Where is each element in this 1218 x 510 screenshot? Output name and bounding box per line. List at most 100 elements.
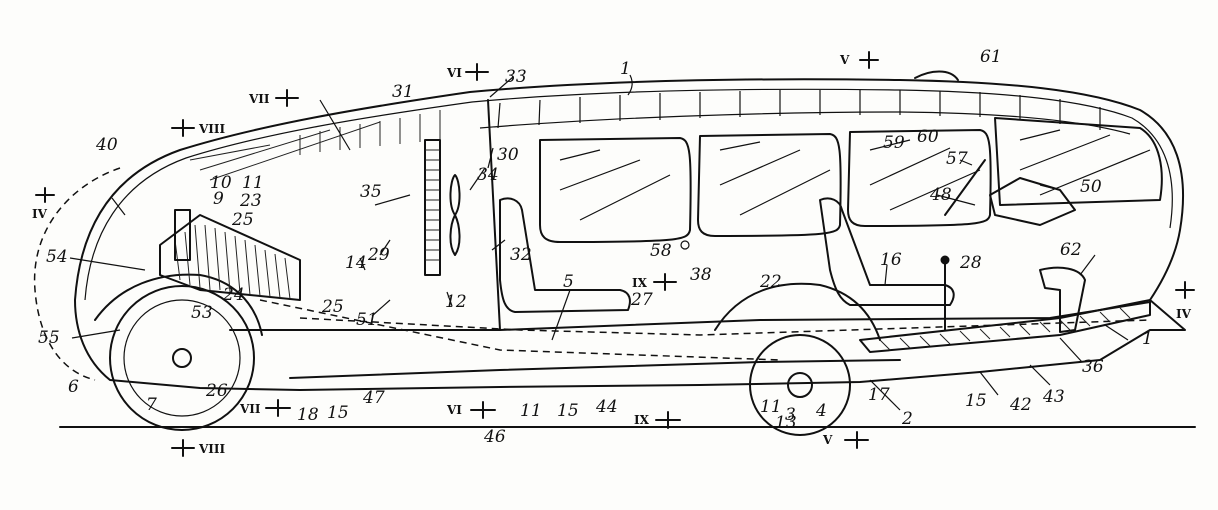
ref-6: 6 [68,377,79,397]
ref-60: 60 [917,127,939,147]
ref-11-mid: 11 [520,401,542,421]
ref-10: 10 [210,173,232,193]
steering-box-50 [989,177,1076,226]
section-vi-top: VI [446,66,462,80]
ref-28: 28 [959,253,982,273]
ref-40: 40 [95,135,118,155]
ref-22: 22 [759,272,782,292]
window-4 [994,117,1163,206]
ref-44: 44 [595,397,618,417]
roof-ribs [497,90,1101,130]
ref-43: 43 [1042,387,1065,407]
ref-15-front: 15 [327,403,349,423]
ref-53: 53 [191,303,213,323]
ref-57: 57 [946,149,968,169]
ref-12: 12 [445,292,467,312]
ref-2: 2 [901,409,913,429]
ref-9: 9 [213,189,224,209]
ref-62: 62 [1060,240,1082,260]
knob-58 [680,240,690,250]
steering-column [944,159,986,216]
ref-13: 13 [775,413,797,433]
front-wheel-hub [172,348,192,368]
engine-column-9 [174,209,191,261]
ref-24: 24 [222,285,245,305]
ref-5: 5 [563,272,574,292]
ref-50: 50 [1080,177,1102,197]
roof-vent-61 [914,70,959,81]
ref-3: 3 [785,405,796,425]
floor-hatch [879,307,1131,351]
ref-25-lower: 25 [321,297,344,317]
ref-27: 27 [630,290,653,310]
ref-15-mid: 15 [557,401,579,421]
section-markers: IV IV V V VI VI VII VII VIII VIII IX IX [32,51,1195,457]
ref-33: 33 [505,67,527,87]
section-vii-bottom: VII [239,402,261,416]
ref-32: 32 [510,245,532,265]
section-v-bottom: V [822,433,833,447]
section-viii-top: VIII [198,122,226,136]
floor-line [299,317,1151,336]
section-iv-right: IV [1176,307,1192,321]
ref-23: 23 [239,191,262,211]
ref-38: 38 [690,265,712,285]
ref-25-upper: 25 [231,210,254,230]
section-viii-bottom: VIII [198,442,226,456]
section-iv-left: IV [32,207,48,221]
gear-knob [940,255,950,265]
ref-46: 46 [483,427,506,447]
ref-14: 14 [345,253,367,273]
section-ix-top: IX [632,276,648,290]
ref-30: 30 [497,145,519,165]
window-2 [697,133,842,237]
drive-shaft-line [259,299,781,361]
ref-11-rear: 11 [760,397,782,417]
ref-61: 61 [980,47,1002,67]
rear-wheel-hub [787,372,813,398]
section-vii-top: VII [248,92,270,106]
partition-wall [487,99,501,331]
ref-1-top: 1 [620,59,631,79]
ref-42: 42 [1009,395,1032,415]
ref-35: 35 [360,182,382,202]
reference-numerals: 1 1 2 3 4 5 6 7 9 10 11 11 11 12 13 14 1… [38,47,1153,447]
ref-1-tail: 1 [1142,329,1153,349]
section-vi-bottom: VI [446,403,462,417]
body-shell [74,78,1186,391]
ref-16: 16 [880,250,902,270]
chassis-lower-rail [289,359,901,379]
ref-47: 47 [362,388,385,408]
window-3 [847,129,992,227]
section-v-top: V [839,53,850,67]
front-fender [94,273,263,336]
section-ix-bottom: IX [634,413,650,427]
ref-58: 58 [650,241,672,261]
ref-7: 7 [146,395,157,415]
engine-block [159,214,301,301]
front-wheel [109,285,255,431]
fan-blade [449,174,461,256]
ref-11-front: 11 [242,173,264,193]
ref-17: 17 [868,385,890,405]
ref-31: 31 [392,82,414,102]
rear-wheel [749,334,851,436]
ref-59: 59 [883,133,905,153]
ref-29: 29 [367,245,390,265]
ref-15-rear: 15 [965,391,987,411]
ref-51: 51 [356,310,378,330]
front-framing-hatch [189,110,441,181]
front-fairing-outline [33,167,121,381]
front-wheel-rim [123,299,241,417]
radiator-fins [425,149,440,261]
window-glass-shading [559,129,1151,221]
front-seat [499,197,631,313]
rear-fender [714,282,881,341]
ref-26: 26 [205,381,228,401]
ref-4: 4 [815,401,827,421]
ref-54: 54 [46,247,68,267]
window-1 [539,137,692,243]
ref-36: 36 [1082,357,1104,377]
